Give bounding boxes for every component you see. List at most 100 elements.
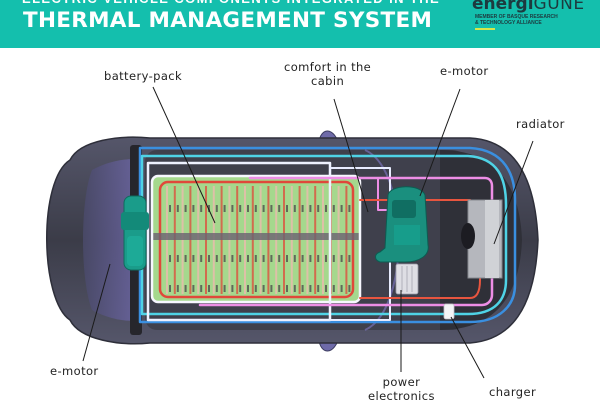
battery-cell-terminal — [239, 285, 242, 292]
battery-cell-terminal — [247, 255, 249, 262]
battery-cell-terminal — [192, 255, 195, 262]
battery-cell-terminal — [223, 255, 226, 262]
battery-cell-terminal — [200, 205, 203, 212]
battery-cell-terminal — [223, 285, 226, 292]
leader-radiator — [493, 140, 534, 245]
label-power-line1: power — [382, 375, 421, 389]
battery-cell-terminal — [278, 255, 281, 262]
label-e-motor-rear: e-motor — [50, 364, 99, 378]
battery-cell-terminal — [332, 285, 335, 292]
battery-cell-terminal — [293, 255, 296, 262]
label-power-line2: electronics — [368, 389, 435, 403]
page-title: THERMAL MANAGEMENT SYSTEM — [23, 8, 433, 33]
circuit-cyan — [140, 154, 508, 316]
label-comfort-line2: cabin — [311, 74, 345, 88]
battery-cell-terminal — [262, 285, 265, 292]
battery-cell-terminal — [184, 255, 187, 262]
battery-cell-terminal — [340, 285, 343, 292]
logo-tagline-line1: MEMBER OF BASQUE RESEARCH — [475, 14, 558, 20]
battery-cell-terminal — [325, 255, 327, 262]
battery-cell-terminal — [278, 205, 281, 212]
battery-cell-terminal — [301, 205, 304, 212]
battery-cell-terminal — [176, 255, 179, 262]
battery-cell-terminal — [200, 285, 203, 292]
battery-cell-terminal — [325, 205, 327, 212]
battery-cell-terminal — [317, 205, 320, 212]
label-e-motor-front: e-motor — [440, 64, 489, 78]
battery-cell-terminal — [239, 205, 242, 212]
battery-cell-terminal — [317, 285, 320, 292]
battery-cell-terminal — [348, 285, 351, 292]
battery-cell-terminal — [286, 205, 288, 212]
battery-cell-terminal — [270, 255, 273, 262]
battery-cell-terminal — [208, 255, 210, 262]
battery-cell-terminal — [208, 285, 210, 292]
battery-cell-terminal — [254, 205, 257, 212]
leader-e-motor-rear — [82, 263, 111, 362]
leader-comfort — [333, 98, 369, 213]
battery-cell-terminal — [340, 205, 343, 212]
label-power-electronics: power electronics — [368, 375, 435, 403]
battery-cell-terminal — [309, 285, 312, 292]
battery-cell-terminal — [247, 205, 249, 212]
battery-pack-graphic — [150, 174, 362, 304]
front-e-motor-graphic — [375, 186, 429, 263]
battery-cell-terminal — [301, 285, 304, 292]
battery-cell-terminal — [317, 255, 320, 262]
battery-cell-terminal — [286, 285, 288, 292]
battery-cell-terminal — [262, 255, 265, 262]
battery-cell-terminal — [176, 205, 179, 212]
coolant-circuits — [138, 146, 517, 324]
power-electronics-graphic — [395, 263, 419, 295]
logo-brand-light: GUNE — [533, 0, 585, 14]
battery-cell-terminal — [231, 255, 234, 262]
leader-lines — [82, 86, 534, 379]
battery-cell-terminal — [215, 205, 218, 212]
rear-e-motor-graphic — [121, 195, 149, 271]
logo-wordmark: energiGUNE — [472, 0, 585, 14]
battery-cell-terminal — [215, 255, 218, 262]
battery-cell-terminal — [208, 205, 210, 212]
battery-cell-terminal — [286, 255, 288, 262]
battery-cell-terminal — [169, 285, 171, 292]
energigune-logo: energiGUNE MEMBER OF BASQUE RESEARCH & T… — [472, 0, 592, 44]
battery-cell-terminal — [184, 205, 187, 212]
battery-cell-terminal — [247, 285, 249, 292]
battery-cell-terminal — [332, 255, 335, 262]
battery-cell-terminal — [239, 255, 242, 262]
battery-cell-terminal — [215, 285, 218, 292]
battery-cell-terminal — [270, 285, 273, 292]
battery-cell-terminal — [332, 205, 335, 212]
circuit-blue — [138, 146, 517, 324]
label-comfort-line1: comfort in the — [284, 60, 372, 74]
battery-cell-terminal — [231, 285, 234, 292]
battery-cell-terminal — [301, 255, 304, 262]
fan-icon — [461, 223, 475, 249]
leader-battery-pack — [152, 86, 216, 224]
circuit-red-bottom — [359, 269, 481, 299]
battery-cell-terminal — [293, 285, 296, 292]
battery-cell-terminal — [325, 285, 327, 292]
logo-accent-bar — [475, 28, 495, 30]
leader-e-motor-front — [419, 88, 461, 197]
battery-cell-terminal — [309, 205, 312, 212]
battery-cell-terminal — [293, 205, 296, 212]
battery-cell-terminal — [184, 285, 187, 292]
leader-charger — [450, 316, 485, 379]
battery-cell-terminal — [348, 205, 351, 212]
label-radiator: radiator — [516, 117, 565, 131]
battery-cell-terminal — [262, 205, 265, 212]
logo-brand-bold: energi — [472, 0, 534, 14]
battery-cell-terminal — [254, 285, 257, 292]
charger-graphic — [443, 303, 455, 320]
battery-cell-terminal — [278, 285, 281, 292]
battery-cell-terminal — [231, 205, 234, 212]
battery-cell-terminal — [223, 205, 226, 212]
label-battery-pack: battery-pack — [104, 69, 183, 83]
rear-glass — [83, 159, 135, 321]
battery-cell-terminal — [169, 205, 171, 212]
label-charger: charger — [489, 385, 537, 399]
battery-cell-terminal — [192, 285, 195, 292]
battery-cell-terminal — [254, 255, 257, 262]
